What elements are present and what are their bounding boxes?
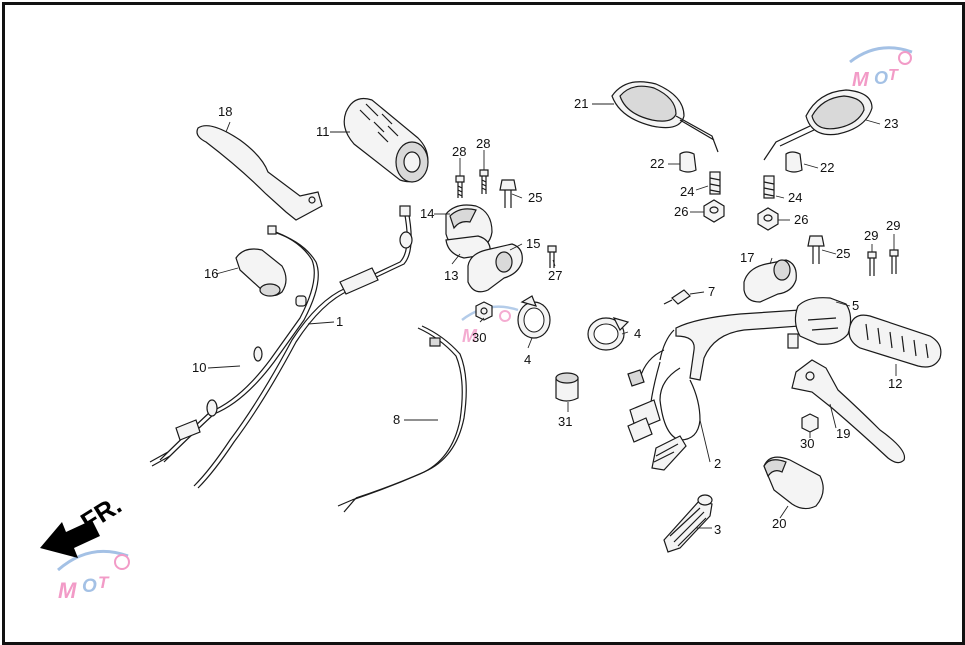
wiring-harness: [627, 349, 701, 443]
callout-c14: 14: [420, 206, 434, 221]
mirror-adapter-left: [709, 171, 721, 195]
callout-c8: 8: [393, 412, 400, 427]
bolt-25-right: [807, 235, 825, 264]
callout-c19: 19: [836, 426, 850, 441]
callout-c16: 16: [204, 266, 218, 281]
fitting-7: [663, 289, 691, 305]
throttle-cable: [193, 205, 413, 489]
callout-c26a: 26: [674, 204, 688, 219]
wire-boot: [651, 435, 687, 471]
cable-clip-left: [517, 295, 551, 339]
callout-c7: 7: [708, 284, 715, 299]
callout-c23: 23: [884, 116, 898, 131]
front-direction-arrow: FR.: [40, 489, 127, 558]
watermark-logo-bottom: M O T: [57, 549, 130, 603]
callout-c10: 10: [192, 360, 206, 375]
switch-housing: [787, 297, 852, 349]
svg-text:T: T: [98, 573, 110, 592]
leader-lines: [207, 103, 897, 529]
svg-text:M: M: [462, 326, 478, 346]
brake-switch-wire: [337, 325, 467, 513]
callout-c13: 13: [444, 268, 458, 283]
end-cap-31: [555, 372, 579, 402]
grip-right: [848, 314, 942, 368]
mirror-adapter-right: [763, 175, 775, 199]
cable-clip-right: [587, 317, 630, 351]
mirror-right: [763, 89, 873, 161]
bolt-25-left: [499, 179, 517, 208]
callout-c30b: 30: [800, 436, 814, 451]
callout-c5: 5: [852, 298, 859, 313]
callout-c1: 1: [336, 314, 343, 329]
callout-c25a: 25: [528, 190, 542, 205]
nut-26-left: [703, 199, 725, 223]
lever-cover: [235, 248, 287, 297]
svg-text:O: O: [82, 576, 97, 597]
callout-c25b: 25: [836, 246, 850, 261]
callout-c18: 18: [218, 104, 232, 119]
clutch-lever: [196, 125, 323, 221]
callout-c24a: 24: [680, 184, 694, 199]
callout-c3: 3: [714, 522, 721, 537]
nut-30-left: [475, 301, 493, 321]
mirror-left: [611, 81, 719, 153]
callout-c28a: 28: [452, 144, 466, 159]
callout-c12: 12: [888, 376, 902, 391]
svg-text:O: O: [874, 68, 888, 88]
nut-30-right: [801, 413, 819, 433]
watermark-logo-top: M O T: [849, 46, 913, 91]
callout-c29b: 29: [886, 218, 900, 233]
callout-c27: 27: [548, 268, 562, 283]
callout-c30a: 30: [472, 330, 486, 345]
mirror-cover-right: [785, 151, 803, 173]
clamp-bracket: [467, 243, 523, 293]
brake-lever: [791, 359, 906, 464]
callout-c4a: 4: [524, 352, 531, 367]
screw-28: [455, 169, 489, 198]
callout-c22b: 22: [820, 160, 834, 175]
callout-c11: 11: [316, 124, 330, 139]
svg-text:M: M: [852, 69, 870, 91]
callout-c31: 31: [558, 414, 572, 429]
callout-c15: 15: [526, 236, 540, 251]
lever-cover-right: [763, 456, 824, 510]
callout-c28b: 28: [476, 136, 490, 151]
callout-c2: 2: [714, 456, 721, 471]
svg-text:M: M: [58, 578, 77, 603]
nut-26-right: [757, 207, 779, 231]
callout-c24b: 24: [788, 190, 802, 205]
screw-29: [867, 249, 899, 276]
clutch-cable: [149, 225, 319, 467]
brake-clamp: [743, 259, 797, 303]
callout-c4b: 4: [634, 326, 641, 341]
callout-c29a: 29: [864, 228, 878, 243]
callout-c26b: 26: [794, 212, 808, 227]
handlebar: [659, 309, 801, 381]
mirror-cover-left: [679, 151, 697, 173]
throttle-grip: [343, 97, 429, 183]
callout-c17: 17: [740, 250, 754, 265]
callout-c22a: 22: [650, 156, 664, 171]
svg-text:T: T: [888, 67, 899, 84]
rubber-boot: [663, 494, 713, 553]
screw-27: [547, 245, 557, 268]
callout-c21: 21: [574, 96, 588, 111]
callout-c20: 20: [772, 516, 786, 531]
